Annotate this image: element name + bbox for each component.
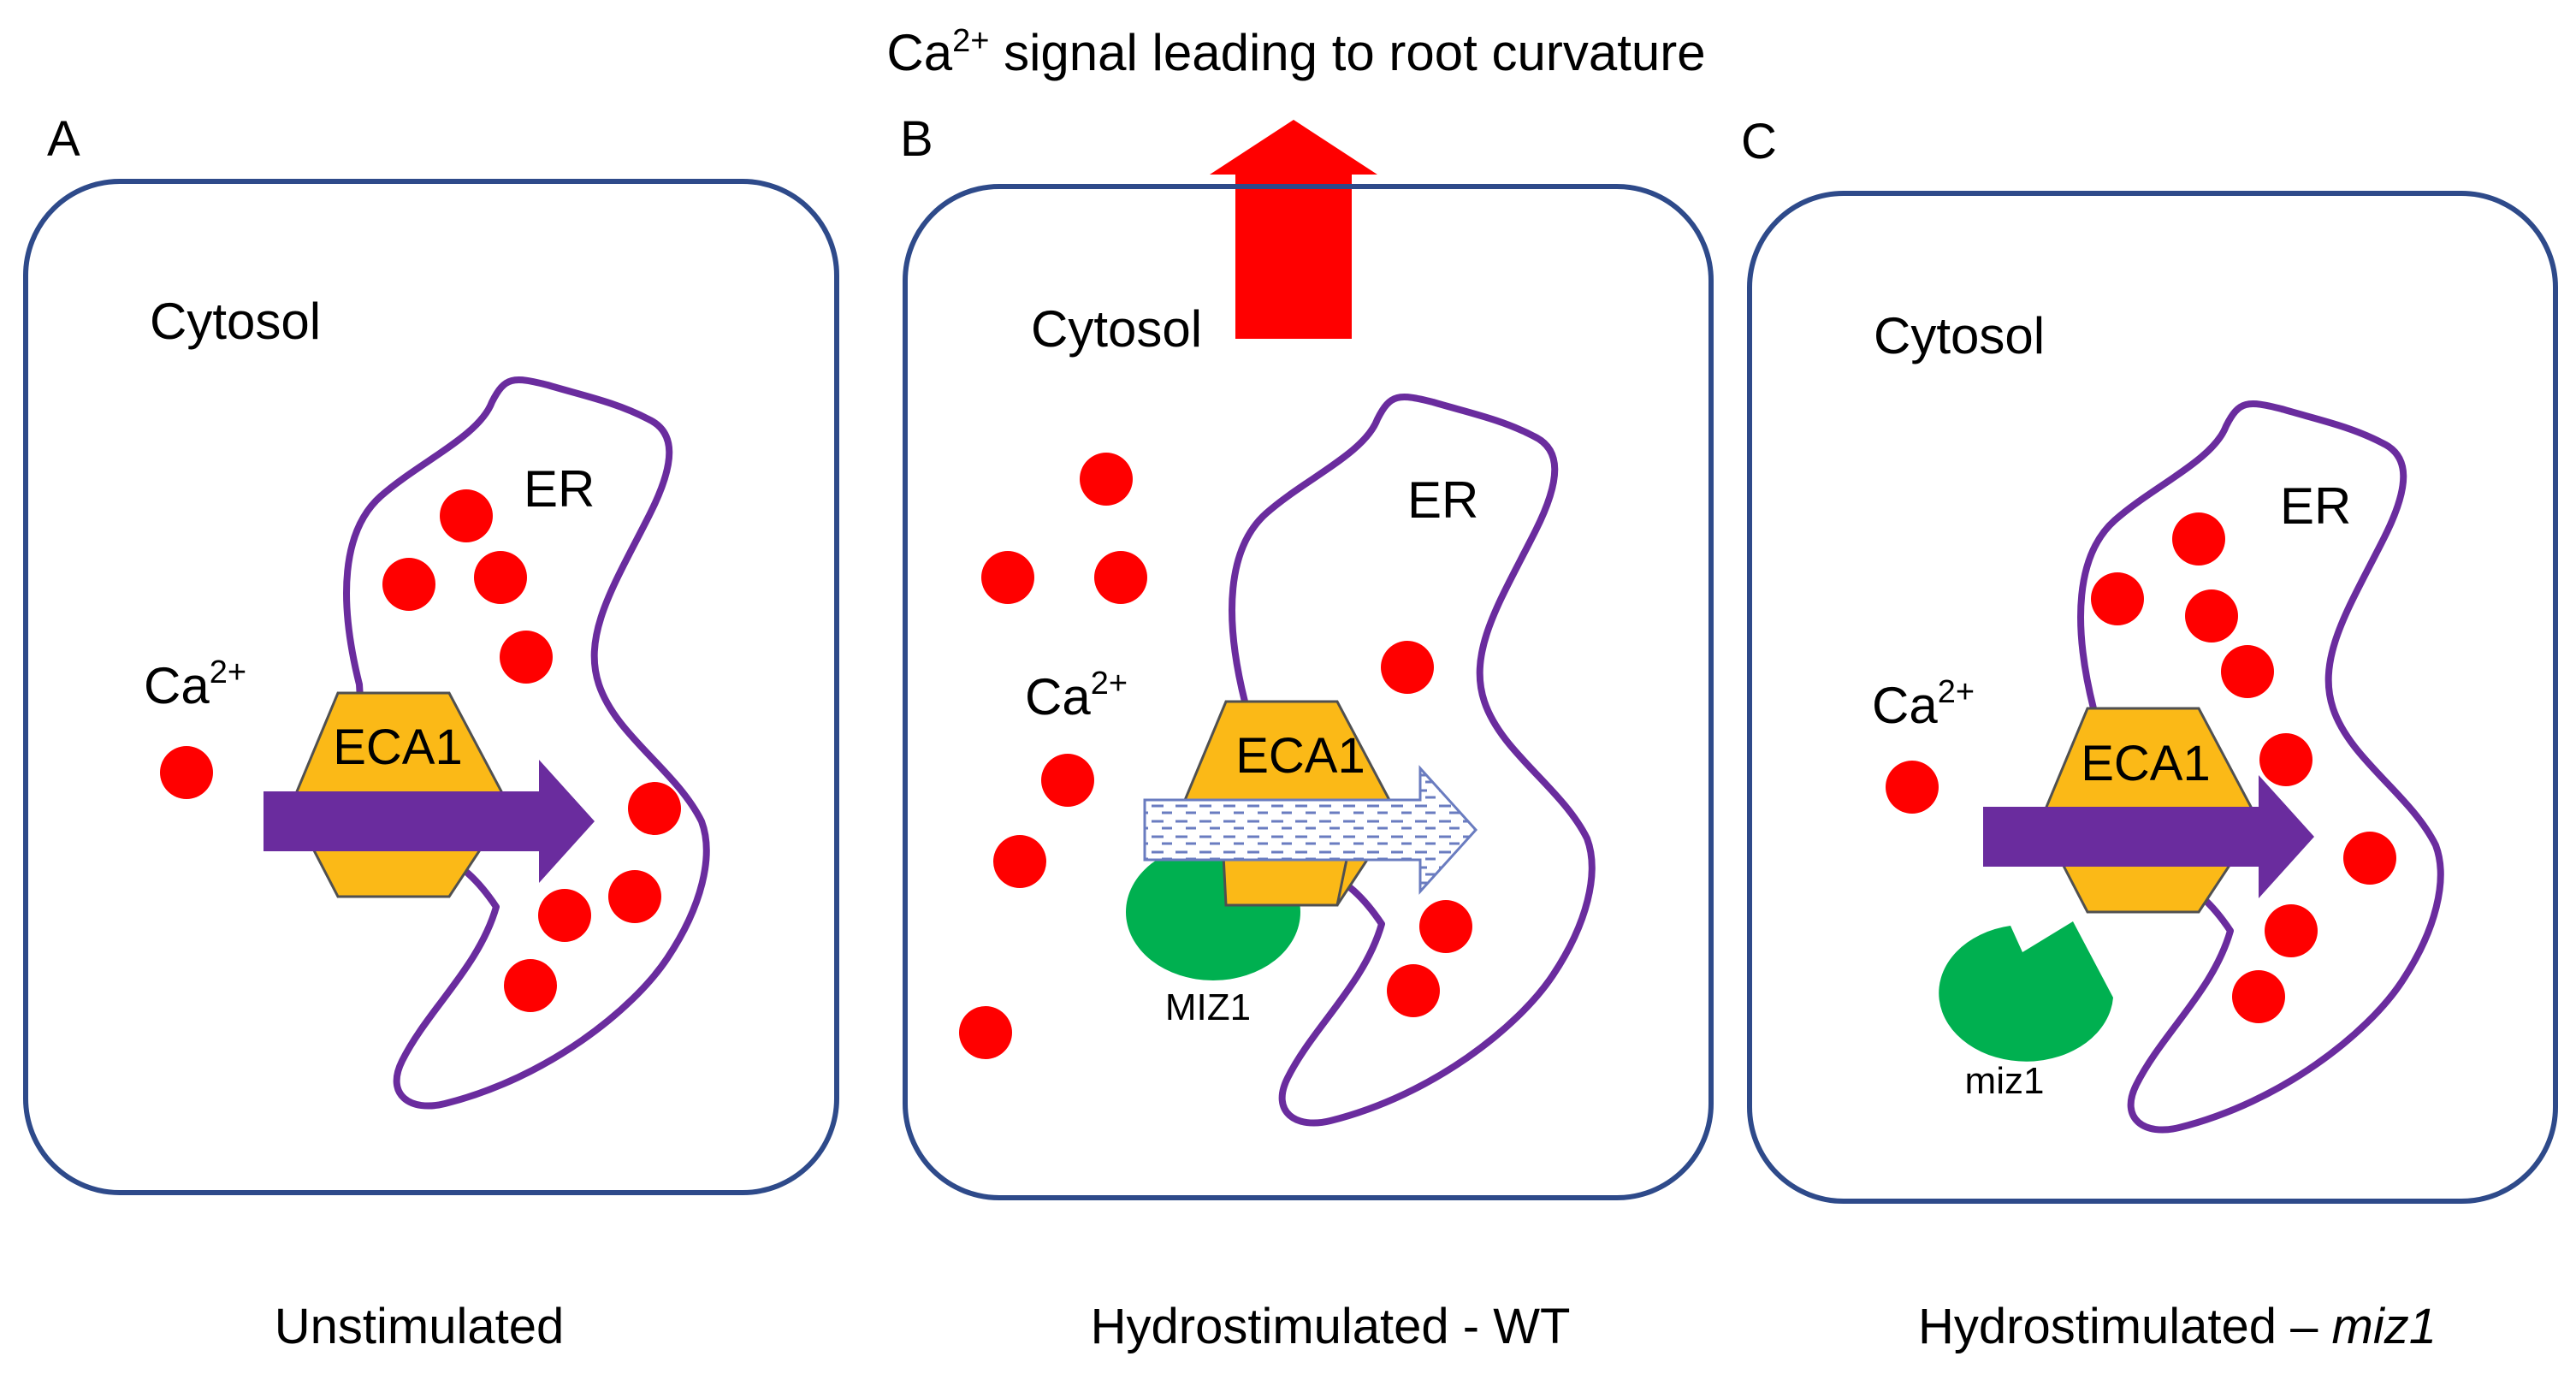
svg-text:Ca2+: Ca2+ (1025, 666, 1128, 725)
calcium-ion (2232, 970, 2285, 1023)
calcium-ion (1094, 551, 1147, 604)
er-membrane (343, 376, 710, 1110)
miz1-label: MIZ1 (1165, 986, 1251, 1028)
calcium-ion (1080, 453, 1133, 506)
calcium-ion (538, 889, 591, 942)
eca1-label: ECA1 (2081, 736, 2211, 791)
calcium-ion (2343, 832, 2396, 885)
calcium-ion (500, 631, 553, 684)
calcium-ion (1381, 641, 1434, 694)
calcium-ion (2259, 733, 2312, 786)
calcium-ion (2172, 512, 2225, 566)
er-membrane (1229, 394, 1596, 1127)
ca-transport-arrow-inhibited (1143, 765, 1478, 895)
calcium-ion (382, 558, 435, 611)
miz1-label: miz1 (1965, 1060, 2045, 1102)
eca1-label: ECA1 (333, 720, 463, 775)
calcium-ion (160, 746, 213, 799)
panel-letter: C (1741, 114, 1777, 169)
ca-transport-arrow (1983, 775, 2314, 898)
ca-transport-arrow (264, 760, 595, 883)
panel-c: C Cytosol ER Ca2+ ECA1 miz1 Hydrostimula… (1741, 114, 2558, 1354)
ca-label: Ca2+ (1025, 666, 1128, 725)
cell-boundary (903, 184, 1714, 1200)
calcium-ion (2091, 572, 2144, 625)
er-label: ER (1407, 471, 1478, 529)
calcium-ion (2265, 904, 2318, 957)
cell-boundary (1747, 191, 2558, 1204)
cytosol-label: Cytosol (1874, 307, 2045, 364)
cytosol-label: Cytosol (150, 293, 321, 350)
signal-arrow (1210, 120, 1377, 339)
panel-caption: Hydrostimulated – miz1 (1918, 1299, 2437, 1354)
svg-text:Ca2+: Ca2+ (1872, 674, 1975, 734)
calcium-ion (1387, 964, 1440, 1017)
calcium-ion (1041, 754, 1094, 807)
calcium-ion (993, 835, 1046, 888)
panel-b: B Cytosol ER Ca2+ ECA1 MIZ1 Hydrostimula… (900, 111, 1714, 1354)
calcium-ion (2185, 589, 2238, 643)
calcium-ion (608, 870, 661, 923)
ca-label: Ca2+ (1872, 674, 1975, 734)
svg-text:Ca2+: Ca2+ (144, 654, 246, 714)
calcium-ion (1886, 761, 1939, 814)
calcium-ion (504, 959, 557, 1012)
miz1-mutant-protein (1939, 921, 2113, 1062)
panel-letter: A (47, 111, 80, 167)
calcium-ion (2221, 645, 2274, 698)
eca1-label: ECA1 (1235, 728, 1365, 784)
calcium-ion (981, 551, 1034, 604)
er-label: ER (524, 460, 595, 518)
er-label: ER (2280, 477, 2351, 535)
panel-a: A Cytosol ER Ca2+ ECA1 Unstimulated (23, 111, 839, 1354)
panel-caption: Unstimulated (275, 1299, 564, 1354)
calcium-ion (440, 489, 493, 542)
cell-boundary (23, 179, 839, 1195)
ca-label: Ca2+ (144, 654, 246, 714)
eca1-pump-front (1222, 854, 1349, 907)
top-caption: Ca2+ signal leading to root curvature (886, 23, 1705, 81)
calcium-ion (474, 551, 527, 604)
panel-caption: Hydrostimulated - WT (1091, 1299, 1571, 1354)
calcium-ion (628, 782, 681, 835)
panel-letter: B (900, 111, 933, 167)
calcium-ion (959, 1006, 1012, 1059)
calcium-ion (1419, 900, 1472, 953)
cytosol-label: Cytosol (1031, 300, 1202, 358)
er-membrane (2077, 400, 2444, 1134)
